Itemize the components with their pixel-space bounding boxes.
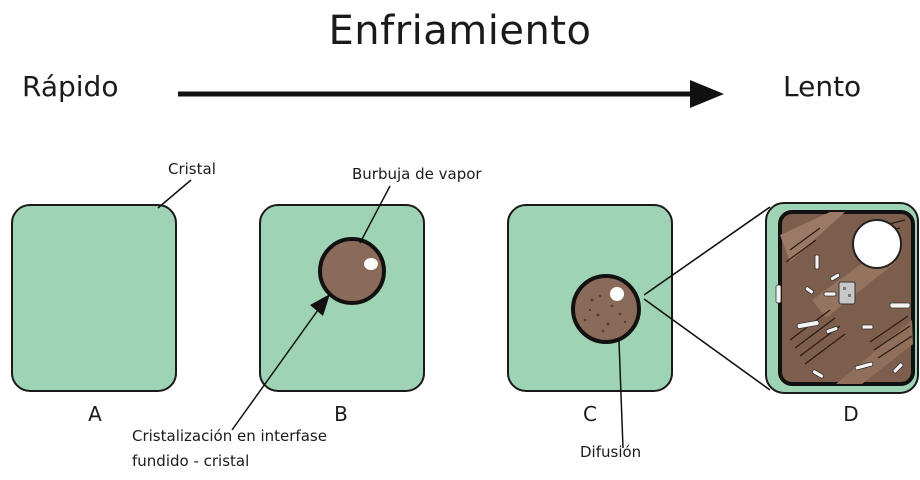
glass-block-a <box>11 204 177 392</box>
panel-label-c: C <box>583 402 597 426</box>
crystallization-arrowhead <box>310 294 330 316</box>
diffusion-bubble <box>571 274 641 344</box>
panel-label-b: B <box>334 402 348 426</box>
callout-cristalizacion-line1: Cristalización en interfase <box>132 427 327 445</box>
page-title: Enfriamiento <box>328 8 592 54</box>
callout-cristal: Cristal <box>168 160 216 178</box>
panel-label-d: D <box>843 402 859 426</box>
crystallized-detail <box>765 202 919 394</box>
panel-label-a: A <box>88 402 102 426</box>
callout-cristalizacion-line2: fundido - cristal <box>132 452 250 470</box>
callout-lines <box>157 179 624 449</box>
zoom-lines <box>643 206 771 391</box>
callout-burbuja: Burbuja de vapor <box>352 165 482 183</box>
cooling-arrow <box>178 80 724 108</box>
vapor-bubble <box>318 237 386 305</box>
arrow-end-label: Lento <box>783 70 862 103</box>
callout-difusion: Difusión <box>580 443 642 461</box>
arrow-start-label: Rápido <box>22 70 119 103</box>
